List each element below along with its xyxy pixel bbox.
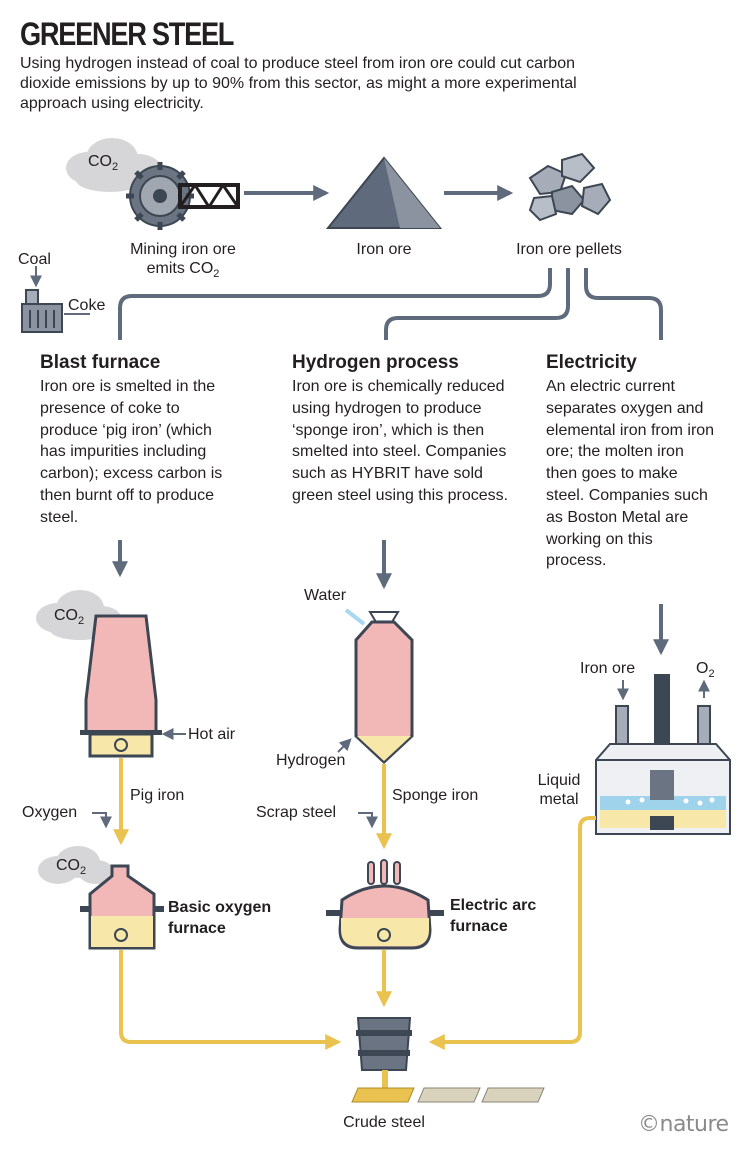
bof-label: Basic oxygen furnace bbox=[168, 899, 272, 937]
page-title: GREENER STEEL bbox=[20, 16, 234, 52]
arrow-oxygen bbox=[92, 812, 112, 829]
flow-liquid-metal-to-crude bbox=[428, 816, 596, 1050]
electricity-text: An electric current separates oxygen and… bbox=[546, 378, 715, 570]
hot-air-label: Hot air bbox=[188, 726, 236, 743]
arrow-scrap-steel bbox=[358, 812, 378, 829]
blast-furnace-text: Iron ore is smelted in the presence of c… bbox=[40, 378, 223, 526]
co2-cloud-bof bbox=[38, 846, 114, 884]
bucket-wheel-excavator-icon bbox=[126, 162, 240, 230]
mining-label: Mining iron ore emits CO2 bbox=[130, 241, 236, 281]
pig-iron-label: Pig iron bbox=[130, 787, 185, 804]
distribution-lines bbox=[118, 268, 663, 340]
co2-label-bof: CO2 bbox=[56, 857, 87, 878]
eaf-label: Electric arc furnace bbox=[450, 897, 537, 935]
water-label: Water bbox=[304, 587, 347, 604]
blast-furnace-heading: Blast furnace bbox=[40, 352, 161, 373]
coal-plant-icon bbox=[21, 289, 63, 333]
water-stream bbox=[344, 608, 366, 626]
co2-label-mining: CO2 bbox=[88, 153, 119, 174]
nature-logo: ©nature bbox=[638, 1112, 729, 1137]
subtitle: Using hydrogen instead of coal to produc… bbox=[20, 55, 577, 112]
basic-oxygen-furnace-icon bbox=[80, 864, 164, 950]
scrap-steel-label: Scrap steel bbox=[256, 804, 337, 821]
oxygen-label: Oxygen bbox=[22, 804, 78, 821]
arrow-hydrogen-in bbox=[337, 738, 352, 753]
hydrogen-process-text: Iron ore is chemically reduced using hyd… bbox=[292, 378, 509, 504]
o2-label: O2 bbox=[696, 660, 715, 681]
iron-ore-pellets-icon bbox=[528, 152, 612, 222]
iron-ore-in-label: Iron ore bbox=[580, 660, 636, 677]
hydrogen-process-heading: Hydrogen process bbox=[292, 352, 459, 373]
electric-arc-furnace-icon bbox=[326, 859, 444, 950]
co2-label-blast: CO2 bbox=[54, 607, 85, 628]
steel-slabs-icon bbox=[351, 1070, 545, 1103]
liquid-metal-label: Liquid metal bbox=[537, 772, 581, 808]
sponge-iron-label: Sponge iron bbox=[392, 787, 479, 804]
coal-label: Coal bbox=[18, 251, 51, 268]
hydrogen-shaft-furnace-icon bbox=[354, 611, 414, 765]
electrolysis-cell-icon bbox=[595, 674, 731, 835]
hydrogen-label: Hydrogen bbox=[276, 752, 346, 769]
crude-steel-label: Crude steel bbox=[343, 1114, 425, 1131]
pellets-label: Iron ore pellets bbox=[516, 241, 622, 258]
electricity-heading: Electricity bbox=[546, 352, 637, 373]
iron-ore-pile-icon bbox=[325, 156, 443, 229]
iron-ore-label: Iron ore bbox=[356, 241, 412, 258]
ladle-icon bbox=[356, 1017, 412, 1071]
blast-furnace-icon bbox=[80, 614, 162, 758]
coke-label: Coke bbox=[68, 297, 106, 314]
flow-bof-to-crude bbox=[119, 950, 342, 1050]
